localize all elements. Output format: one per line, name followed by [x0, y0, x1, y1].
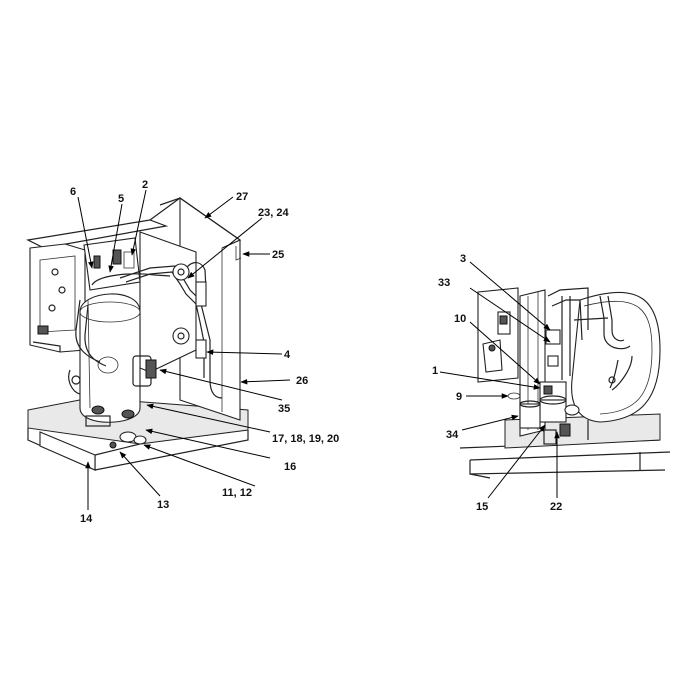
- callout-22: 22: [550, 501, 562, 513]
- callout-14: 14: [80, 513, 93, 525]
- callout-17-20: 17, 18, 19, 20: [272, 433, 339, 445]
- callout-23-24: 23, 24: [258, 207, 289, 219]
- leader-16: [145, 428, 271, 459]
- leader-4: [206, 349, 283, 355]
- callout-35: 35: [278, 403, 290, 415]
- leader-23-24: [187, 217, 263, 279]
- callout-33: 33: [438, 277, 450, 289]
- callout-15: 15: [476, 501, 488, 513]
- callout-25: 25: [272, 249, 284, 261]
- callout-2: 2: [142, 179, 148, 191]
- leader-13: [119, 451, 161, 497]
- callout-11-12: 11, 12: [222, 487, 252, 499]
- leader-15: [487, 424, 546, 499]
- leader-3: [469, 261, 551, 331]
- leader-35: [159, 368, 283, 401]
- callout-labels: 6 5 2 27 23, 24 25 4 26 35 17, 18, 19, 2…: [70, 179, 562, 525]
- callout-1: 1: [432, 365, 438, 377]
- leader-5: [108, 203, 123, 273]
- callout-34: 34: [446, 429, 459, 441]
- leader-2: [130, 189, 147, 256]
- callout-9: 9: [456, 391, 462, 403]
- left-unit-illustration: [26, 196, 249, 471]
- leader-11-12: [143, 444, 256, 487]
- leader-27: [204, 196, 234, 219]
- callout-6: 6: [70, 186, 76, 198]
- leader-10: [469, 321, 541, 385]
- leader-6: [77, 196, 94, 269]
- callout-10: 10: [454, 313, 466, 325]
- callout-27: 27: [236, 191, 248, 203]
- callout-5: 5: [118, 193, 124, 205]
- leader-1: [439, 371, 541, 390]
- leader-26: [240, 378, 291, 385]
- callout-3: 3: [460, 253, 466, 265]
- leader-17-20: [146, 403, 271, 433]
- leader-lines: [77, 189, 560, 510]
- leader-33: [469, 287, 551, 343]
- callout-4: 4: [284, 349, 291, 361]
- callout-13: 13: [157, 499, 169, 511]
- right-detail-illustration: [459, 287, 671, 479]
- callout-16: 16: [284, 461, 296, 473]
- callout-26: 26: [296, 375, 308, 387]
- leader-34: [461, 414, 519, 431]
